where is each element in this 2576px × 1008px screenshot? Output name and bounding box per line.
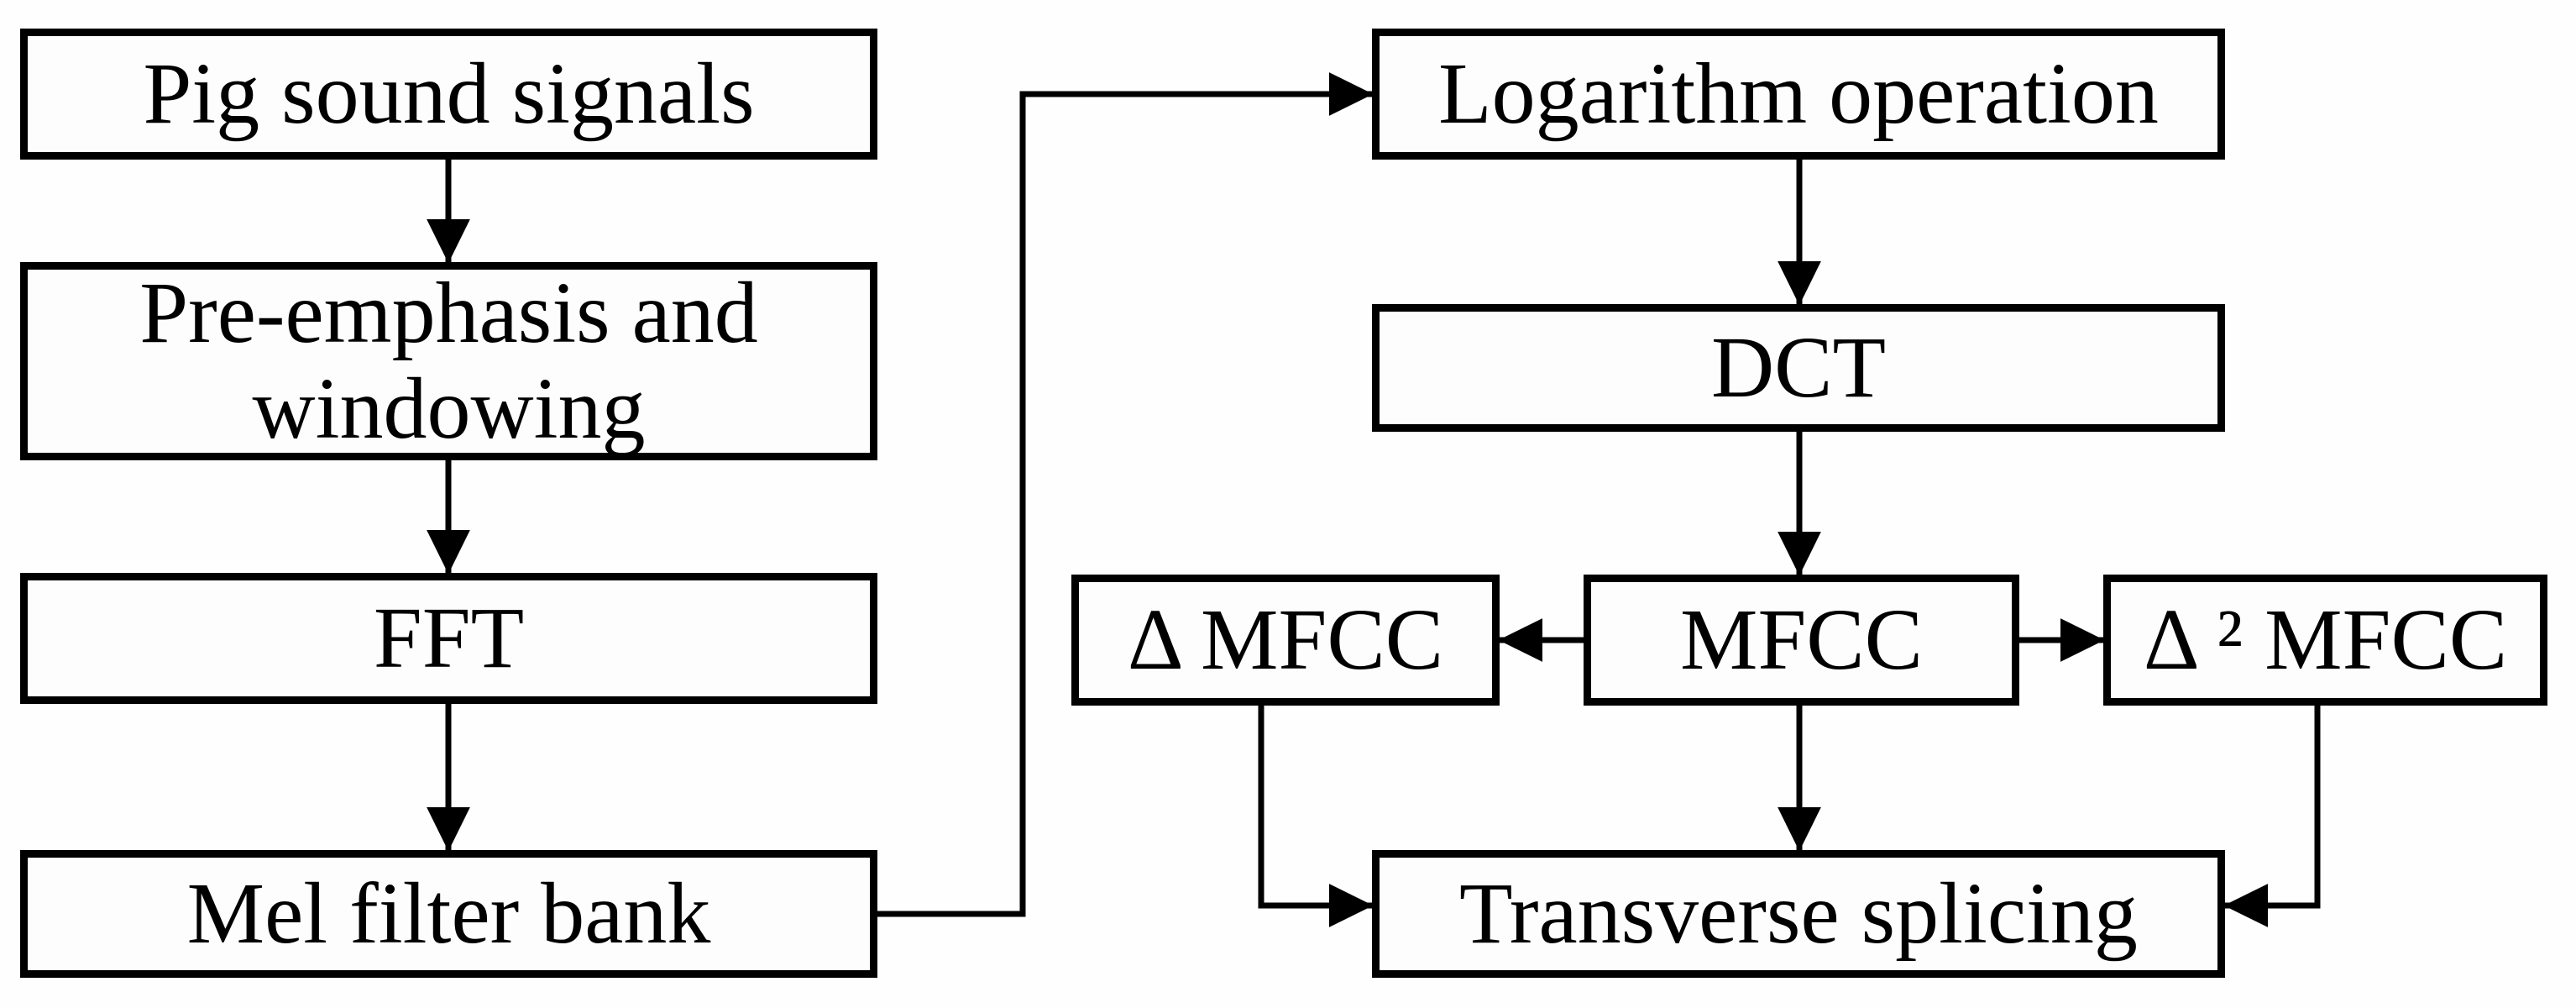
node-label: MFCC bbox=[1679, 591, 1924, 688]
node-pre-emphasis-windowing: Pre-emphasis and windowing bbox=[20, 262, 877, 460]
node-mfcc: MFCC bbox=[1584, 575, 2019, 706]
node-label: Mel filter bank bbox=[186, 864, 711, 962]
node-label: Δ MFCC bbox=[1127, 591, 1444, 688]
node-logarithm-operation: Logarithm operation bbox=[1372, 29, 2225, 160]
node-transverse-splicing: Transverse splicing bbox=[1372, 850, 2225, 978]
node-delta-squared-mfcc: Δ ² MFCC bbox=[2103, 575, 2547, 706]
node-mel-filter-bank: Mel filter bank bbox=[20, 850, 877, 978]
node-delta-mfcc: Δ MFCC bbox=[1071, 575, 1500, 706]
node-fft: FFT bbox=[20, 573, 877, 704]
edge-mel-to-logarithm bbox=[877, 72, 1374, 917]
node-label: Logarithm operation bbox=[1438, 45, 2159, 142]
node-dct: DCT bbox=[1372, 304, 2225, 432]
node-label: DCT bbox=[1711, 318, 1886, 416]
node-label: Pig sound signals bbox=[143, 45, 755, 142]
node-label: Δ ² MFCC bbox=[2143, 591, 2508, 688]
node-label: Transverse splicing bbox=[1459, 864, 2138, 962]
node-pig-sound-signals: Pig sound signals bbox=[20, 29, 877, 160]
node-label: Pre-emphasis and windowing bbox=[139, 264, 758, 457]
edge-delta-squared-mfcc-to-transverse-splicing bbox=[2223, 706, 2321, 927]
edge-delta-mfcc-to-transverse-splicing bbox=[1258, 706, 1374, 927]
node-label: FFT bbox=[373, 589, 525, 686]
